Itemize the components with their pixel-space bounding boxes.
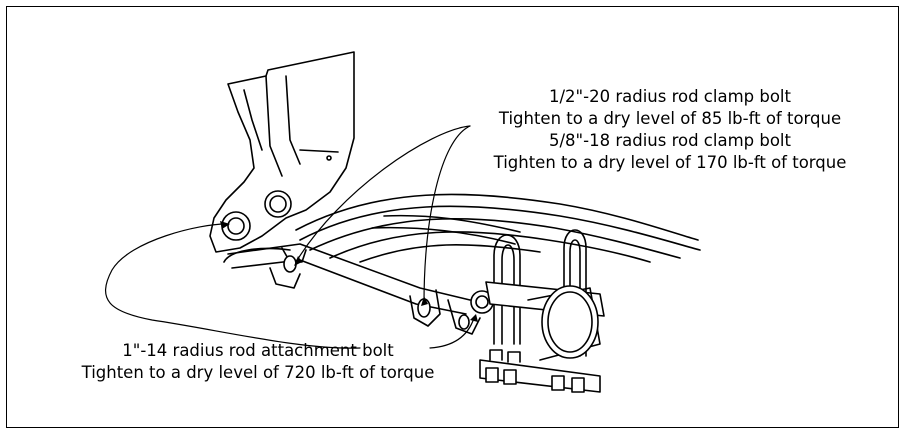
hanger-bracket xyxy=(209,51,355,253)
clamp-bolt-half-torque: Tighten to a dry level of 85 lb-ft of to… xyxy=(498,109,842,128)
leader-lines xyxy=(105,125,475,349)
arrowheads xyxy=(220,221,478,322)
radius-rod xyxy=(223,243,471,315)
u-bolt-nuts xyxy=(479,349,601,393)
diagram-frame xyxy=(6,6,899,428)
axle-tube xyxy=(527,285,601,361)
attachment-bolt-title: 1"-14 radius rod attachment bolt xyxy=(122,341,394,360)
clamp-bolt-callouts: 1/2"-20 radius rod clamp bolt Tighten to… xyxy=(440,86,900,174)
attachment-bolt-callout: 1"-14 radius rod attachment bolt Tighten… xyxy=(28,340,488,384)
attachment-bolt-rear xyxy=(470,290,494,314)
clamp-bolt-half-title: 1/2"-20 radius rod clamp bolt xyxy=(548,87,791,106)
leaf-spring xyxy=(295,193,701,263)
clamp-bolt-five-eighths-title: 5/8"-18 radius rod clamp bolt xyxy=(548,131,791,150)
clamp-bolt-five-eighths-torque: Tighten to a dry level of 170 lb-ft of t… xyxy=(493,153,847,172)
attachment-bolt-torque: Tighten to a dry level of 720 lb-ft of t… xyxy=(81,363,435,382)
